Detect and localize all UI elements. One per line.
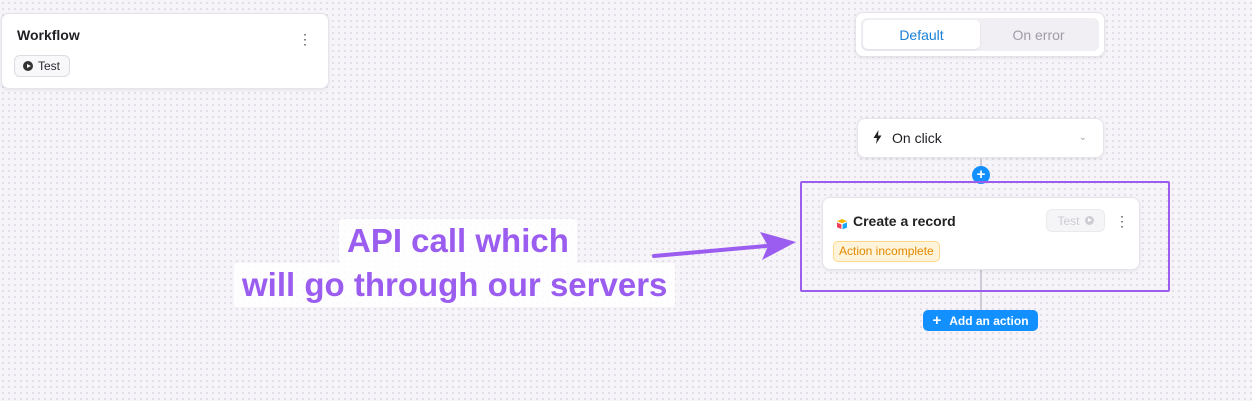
trigger-select[interactable]: On click ⌄ xyxy=(857,118,1104,158)
chevron-down-icon: ⌄ xyxy=(1078,132,1087,143)
status-badge: Action incomplete xyxy=(833,241,940,262)
annotation-arrow-icon xyxy=(652,232,796,260)
workflow-panel: Workflow ⋮ Test xyxy=(1,13,329,89)
plus-icon: + xyxy=(932,312,942,329)
workflow-test-button[interactable]: Test xyxy=(14,55,71,77)
tab-on-error[interactable]: On error xyxy=(1012,26,1065,43)
play-icon xyxy=(23,61,33,71)
insert-step-plus-icon[interactable]: + xyxy=(972,166,990,184)
tab-default[interactable]: Default xyxy=(863,20,980,49)
action-test-label: Test xyxy=(1057,213,1080,228)
app-logo-icon xyxy=(836,217,848,230)
highlight-box xyxy=(800,181,1170,292)
workflow-more-icon[interactable]: ⋮ xyxy=(298,31,312,47)
lightning-icon xyxy=(872,129,882,147)
action-more-icon[interactable]: ⋮ xyxy=(1115,213,1129,229)
trigger-label: On click xyxy=(892,130,942,146)
workflow-test-label: Test xyxy=(38,59,61,73)
action-title: Create a record xyxy=(853,213,956,229)
play-icon xyxy=(1084,216,1094,225)
action-card[interactable]: Create a record Test ⋮ Action incomplete xyxy=(822,197,1140,270)
mode-switch: Default On error xyxy=(855,12,1105,57)
annotation-line-2: will go through our servers xyxy=(234,263,676,307)
action-test-button[interactable]: Test xyxy=(1046,209,1105,232)
workflow-title: Workflow xyxy=(17,27,80,43)
add-action-button[interactable]: + Add an action xyxy=(923,310,1038,331)
add-action-label: Add an action xyxy=(949,313,1029,328)
annotation-line-1: API call which xyxy=(339,219,577,263)
mode-switch-track: Default On error xyxy=(861,18,1099,51)
